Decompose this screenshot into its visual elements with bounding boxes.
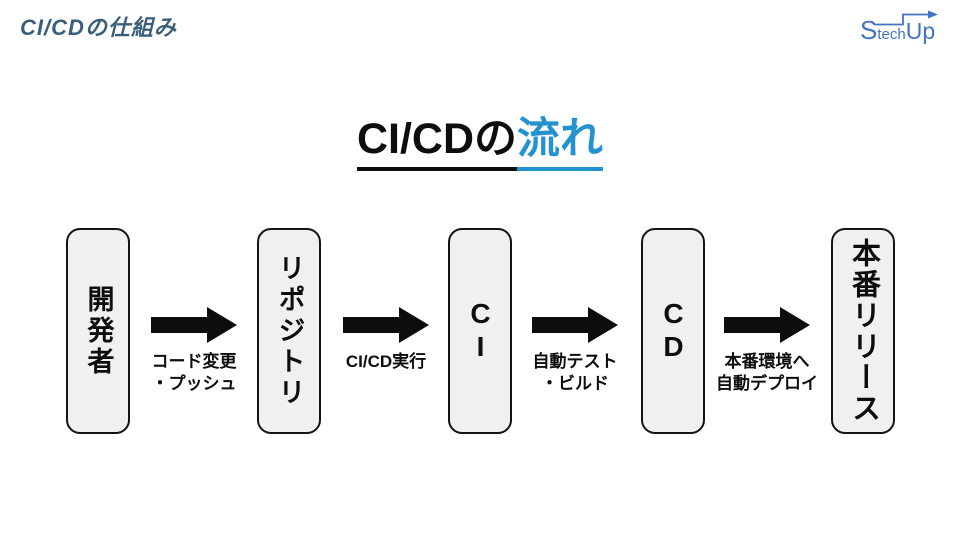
flow-box-cd: CD <box>641 228 705 434</box>
logo-part-up: Up <box>905 18 936 44</box>
flow-box-label: リポジトリ <box>274 253 305 409</box>
flow-arrow-group-4: 本番環境へ 自動デプロイ <box>705 306 829 395</box>
page-title: CI/CDの流れ <box>0 104 960 171</box>
flow-box-developer: 開発者 <box>66 228 130 434</box>
arrow-label: コード変更 ・プッシュ <box>132 351 256 395</box>
step-up-arrow-icon <box>875 10 938 26</box>
flow-box-repository: リポジトリ <box>257 228 321 434</box>
flow-arrow-group-3: 自動テスト ・ビルド <box>513 306 637 395</box>
arrow-label-line2: 自動デプロイ <box>716 374 818 394</box>
right-arrow-icon <box>151 307 237 343</box>
flow-arrow-group-1: コード変更 ・プッシュ <box>132 306 256 395</box>
logo-text: S tech Up <box>860 15 935 46</box>
flow-box-label: 開発者 <box>83 284 114 378</box>
stechup-logo: S tech Up <box>860 10 944 48</box>
flow-box-ci: CI <box>448 228 512 434</box>
arrow-label: 自動テスト ・ビルド <box>513 351 637 395</box>
right-arrow-icon <box>724 307 810 343</box>
page-title-black-part: CI/CDの <box>356 115 518 171</box>
arrow-label-line2: ・プッシュ <box>151 374 237 394</box>
logo-part-tech: tech <box>877 26 906 43</box>
arrow-label-line1: 本番環境へ <box>724 352 810 371</box>
arrow-label: 本番環境へ 自動デプロイ <box>705 351 829 395</box>
arrow-label-line1: 自動テスト <box>532 352 618 371</box>
right-arrow-icon <box>532 307 618 343</box>
logo-part-s: S <box>860 15 878 45</box>
arrow-label-line1: コード変更 <box>151 352 237 371</box>
slide-header-title: CI/CDの仕組み <box>20 15 177 40</box>
arrow-label-line1: CI/CD実行 <box>345 352 427 371</box>
flow-arrow-group-2: CI/CD実行 <box>324 306 448 373</box>
flow-box-label: CD <box>658 298 689 364</box>
flow-box-label: 本番リリース <box>847 238 880 424</box>
arrow-label-line2: ・ビルド <box>541 374 609 394</box>
flow-box-production-release: 本番リリース <box>831 228 895 434</box>
page-title-blue-part: 流れ <box>517 115 604 171</box>
flow-box-label: CI <box>465 298 496 364</box>
right-arrow-icon <box>343 307 429 343</box>
arrow-label: CI/CD実行 <box>324 351 448 373</box>
